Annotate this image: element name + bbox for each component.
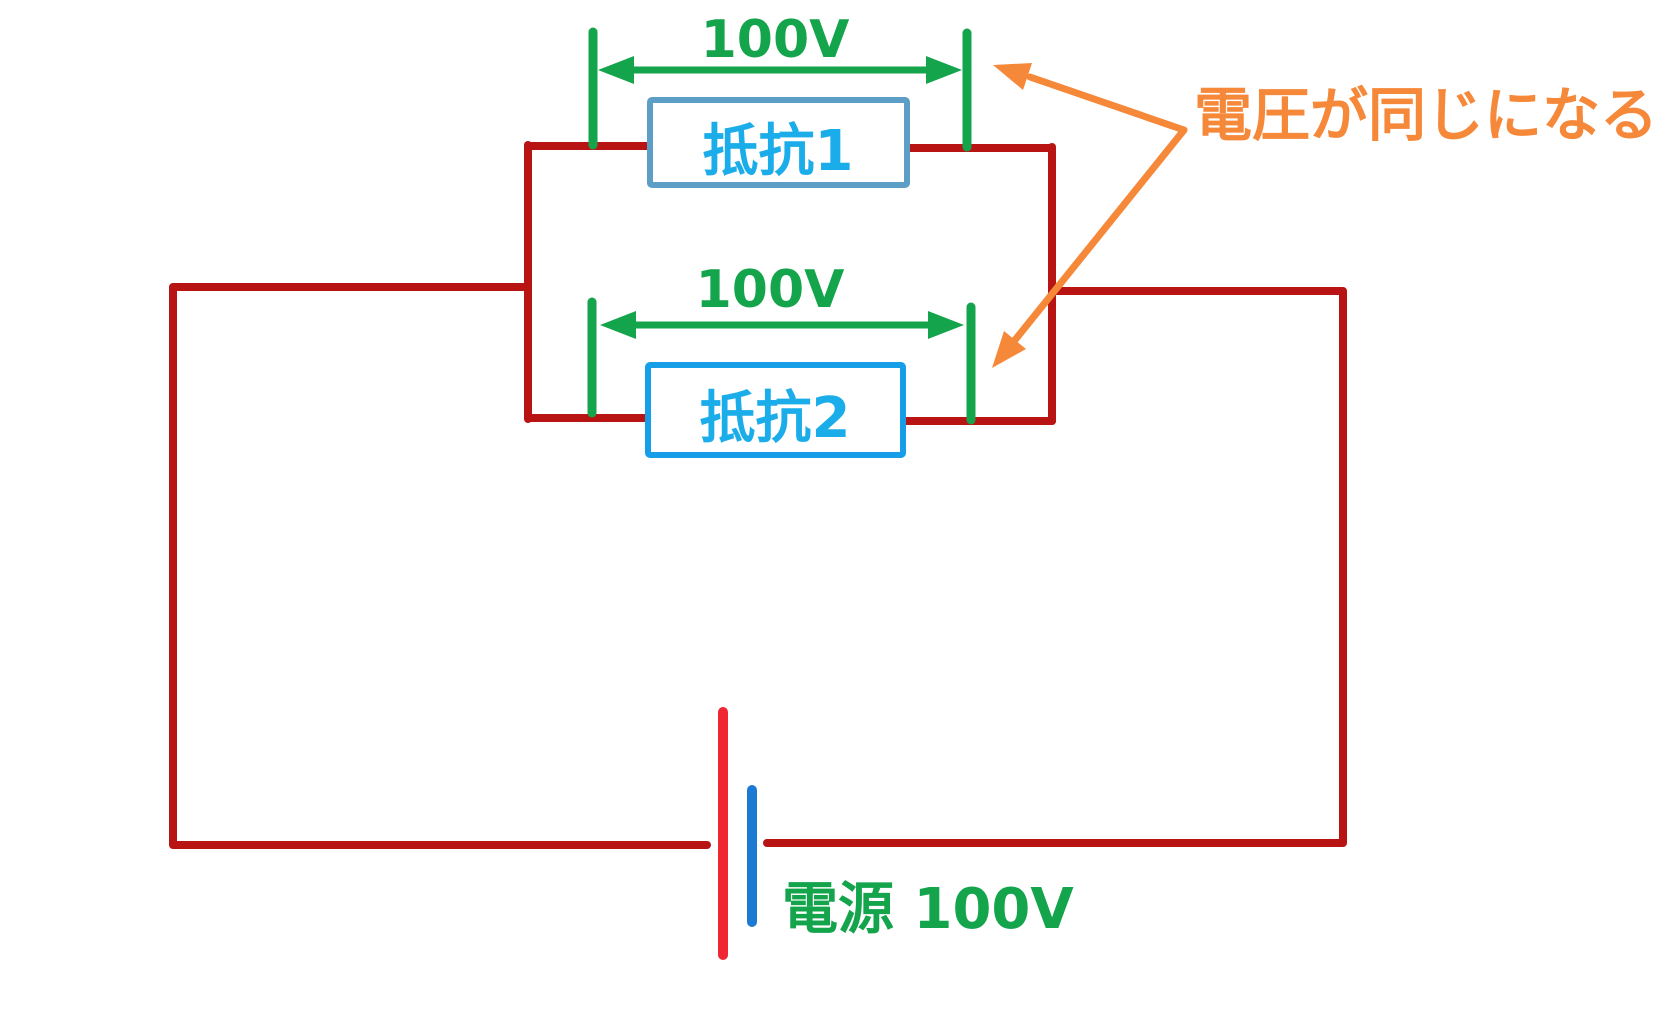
resistor2-voltage-arrowhead-right-icon [928,311,964,339]
resistor2-voltage-label: 100V [696,260,845,320]
annotation-arrow-lower-shaft [1011,126,1188,344]
resistor1-label: 抵抗1 [703,119,854,184]
annotation-label: 電圧が同じになる [1194,81,1658,149]
battery-symbol: 電源 100V [718,707,1074,960]
resistor2-box [645,362,906,458]
voltage-annotation: 電圧が同じになる [992,63,1658,368]
annotation-arrow-upper-shaft [1026,73,1188,134]
annotation-arrow-lower-head-icon [992,331,1026,368]
resistor2: 抵抗2 [645,362,906,458]
resistor1-voltage-arrowhead-right-icon [926,56,962,84]
resistor2-voltage-arrowhead-left-icon [600,311,636,339]
resistor2-voltage-marker: 100V [587,260,976,425]
wire-right-loop [763,287,1347,847]
resistor1-voltage-marker: 100V [588,10,972,152]
resistor2-label: 抵抗2 [700,386,851,451]
annotation-arrow-upper-head-icon [993,63,1032,90]
resistor1-box [647,97,910,188]
circuit-wires [169,141,1347,849]
power-source-label: 電源 100V [782,877,1074,942]
resistor1: 抵抗1 [647,97,910,188]
resistor1-voltage-label: 100V [701,10,850,70]
resistor1-voltage-arrowhead-left-icon [598,56,634,84]
wire-left-loop [169,283,711,849]
